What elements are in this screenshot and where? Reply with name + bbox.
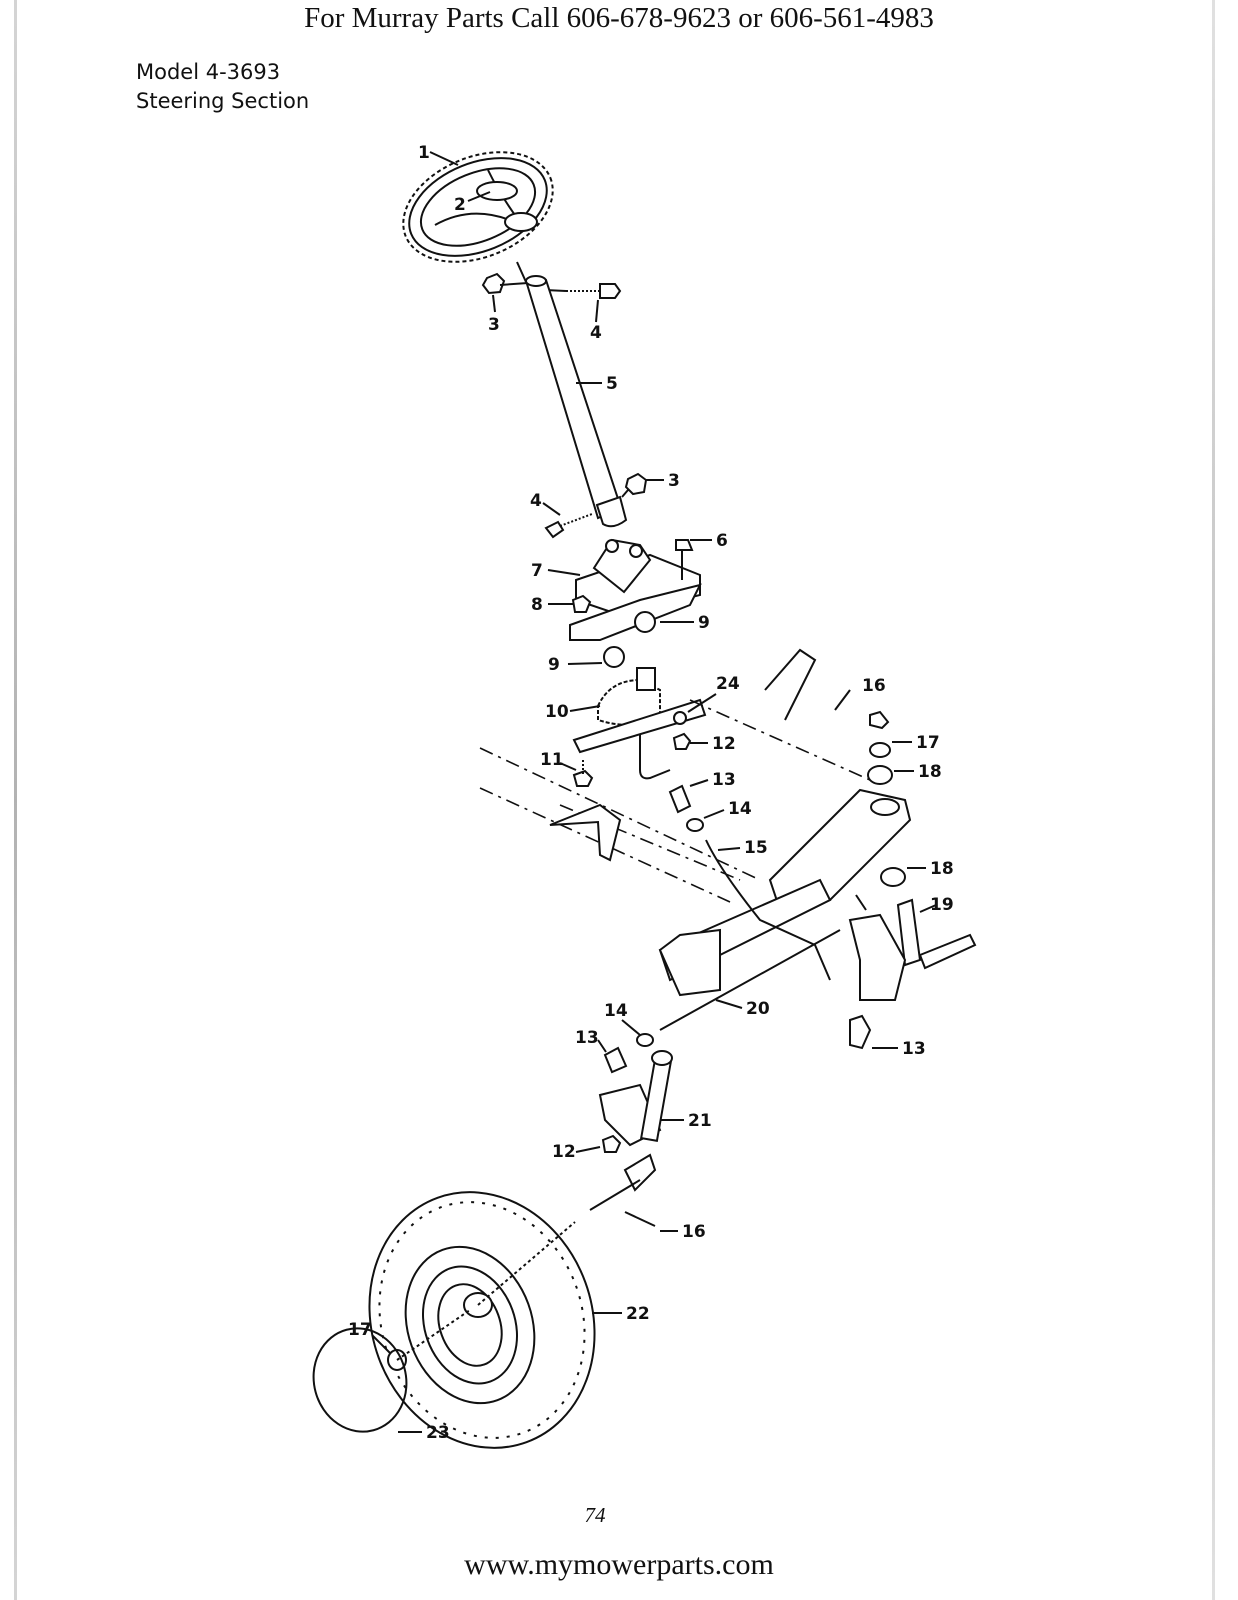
callout-14-lower: 14 — [604, 1001, 628, 1021]
callout-10: 10 — [545, 702, 569, 722]
callout-15: 15 — [744, 838, 768, 858]
callout-17-upper: 17 — [916, 733, 940, 753]
model-title: Model 4-3693 — [136, 60, 281, 84]
callout-11: 11 — [540, 750, 564, 770]
callout-7: 7 — [531, 561, 543, 581]
title-block: Model 4-3693 Steering Section — [136, 58, 309, 116]
callout-2: 2 — [454, 195, 466, 215]
callout-9-left: 9 — [548, 655, 560, 675]
callout-4-lower: 4 — [530, 491, 542, 511]
tie-rod-fasteners-upper — [572, 732, 704, 832]
callout-17-lower: 17 — [348, 1320, 372, 1340]
callout-3-upper: 3 — [488, 315, 500, 335]
callout-13-lower-left: 13 — [575, 1028, 599, 1048]
upper-fasteners — [481, 272, 622, 299]
page-number: 74 — [584, 1503, 606, 1527]
steering-shaft — [516, 261, 628, 528]
section-title: Steering Section — [136, 89, 310, 113]
callout-13-upper: 13 — [712, 770, 736, 790]
callout-12-lower: 12 — [552, 1142, 576, 1162]
scan-edge-right — [1212, 0, 1215, 1600]
website-footer: www.mymowerparts.com — [464, 1548, 774, 1581]
right-spindle — [848, 710, 977, 1050]
phone-header: For Murray Parts Call 606-678-9623 or 60… — [304, 2, 934, 34]
leader-lines — [371, 151, 937, 1433]
callout-18-lower: 18 — [930, 859, 954, 879]
steering-bracket — [569, 538, 702, 668]
drag-link — [705, 839, 831, 981]
tie-rod — [659, 929, 841, 1031]
callout-16-lower: 16 — [682, 1222, 706, 1242]
callout-14-upper: 14 — [728, 799, 752, 819]
callout-1: 1 — [418, 143, 430, 163]
callout-6: 6 — [716, 531, 728, 551]
callout-9-right: 9 — [698, 613, 710, 633]
left-spindle — [589, 1033, 673, 1227]
callout-22: 22 — [626, 1304, 650, 1324]
sector-gear-plate — [572, 667, 707, 780]
frame-outline — [479, 648, 871, 903]
front-axle — [658, 788, 912, 997]
callout-16-upper: 16 — [862, 676, 886, 696]
front-wheel — [312, 1191, 596, 1449]
callout-18-upper: 18 — [918, 762, 942, 782]
scan-edge-left — [14, 0, 17, 1600]
steering-wheel — [402, 151, 554, 263]
callout-19: 19 — [930, 895, 954, 915]
callout-4-upper: 4 — [590, 323, 602, 343]
callout-13-lower-right: 13 — [902, 1039, 926, 1059]
callout-21: 21 — [688, 1111, 712, 1131]
lower-fasteners — [544, 472, 648, 539]
callout-20: 20 — [746, 999, 770, 1019]
callout-24: 24 — [716, 674, 740, 694]
callout-3-lower: 3 — [668, 471, 680, 491]
callout-5: 5 — [606, 374, 618, 394]
callout-23: 23 — [426, 1423, 450, 1443]
callout-labels: 1 2 3 4 5 3 4 6 7 8 9 9 24 10 16 17 12 1… — [348, 143, 954, 1443]
callout-8: 8 — [531, 595, 543, 615]
callout-12-upper: 12 — [712, 734, 736, 754]
